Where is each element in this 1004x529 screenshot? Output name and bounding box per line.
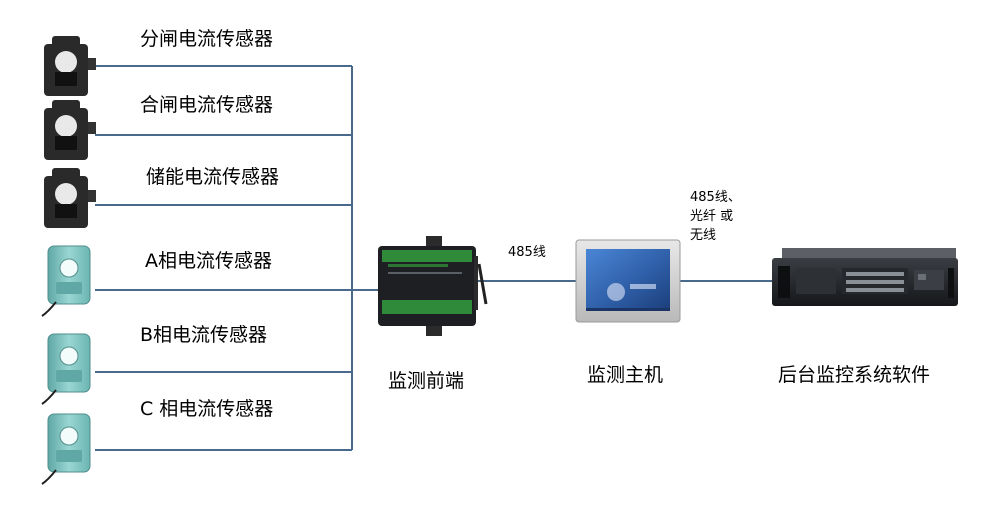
din-rail-terminal-icon xyxy=(378,236,486,336)
green-ct-sensor-icon xyxy=(42,334,90,404)
sensor-label-2: 合闸电流传感器 xyxy=(140,96,273,115)
touch-panel-icon xyxy=(576,240,680,322)
sensor-label-6: C 相电流传感器 xyxy=(140,400,273,419)
black-ct-sensor-icon xyxy=(44,100,96,160)
host-label: 监测主机 xyxy=(587,366,663,385)
sensor-label-5: B相电流传感器 xyxy=(140,326,267,345)
link-label-host-to-server-line2: 光纤 或 xyxy=(690,210,733,225)
server-label: 后台监控系统软件 xyxy=(778,366,930,385)
rack-server-icon xyxy=(772,248,958,306)
front-end-label: 监测前端 xyxy=(388,372,464,391)
link-label-host-to-server-line3: 无线 xyxy=(690,229,716,244)
sensor-label-4: A相电流传感器 xyxy=(145,252,272,271)
sensor-label-1: 分闸电流传感器 xyxy=(140,30,273,49)
link-label-host-to-server-line1: 485线、 xyxy=(690,191,741,206)
black-ct-sensor-icon xyxy=(44,168,96,228)
green-ct-sensor-icon xyxy=(42,246,90,316)
link-label-front-to-host: 485线 xyxy=(508,246,546,261)
black-ct-sensor-icon xyxy=(44,36,96,96)
sensor-label-3: 储能电流传感器 xyxy=(146,168,279,187)
green-ct-sensor-icon xyxy=(42,414,90,484)
